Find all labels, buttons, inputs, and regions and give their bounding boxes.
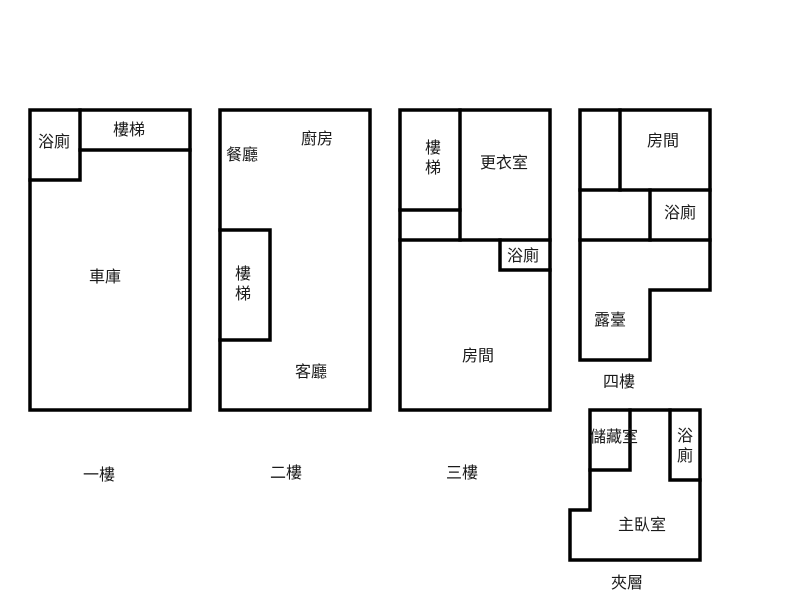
floor-4-terrace-label: 露臺 bbox=[594, 310, 627, 329]
mezzanine-storage-label: 儲藏室 bbox=[590, 427, 639, 446]
floor-3-dressing-label: 更衣室 bbox=[480, 153, 529, 172]
mezzanine-bath-label: 浴廁 bbox=[676, 426, 693, 465]
floor-2-stairs-wall bbox=[218, 228, 272, 342]
floor-4-title: 四樓 bbox=[603, 372, 636, 391]
floor-2-stairs-label: 樓梯 bbox=[234, 264, 251, 303]
floor-3-walls bbox=[398, 108, 552, 412]
mezzanine-walls bbox=[568, 408, 702, 562]
floor-4-walls bbox=[578, 108, 712, 362]
floor-2-kitchen-label: 廚房 bbox=[301, 129, 334, 148]
floor-1-bath-label: 浴廁 bbox=[38, 132, 71, 151]
floor-2-walls bbox=[218, 108, 372, 412]
floor-4-bath-label: 浴廁 bbox=[664, 203, 697, 222]
floor-2-outline bbox=[218, 108, 372, 412]
mezzanine-bath-wall bbox=[668, 408, 702, 482]
floor-1-stairs-label: 樓梯 bbox=[113, 120, 146, 139]
floor-1-outline bbox=[28, 108, 192, 412]
floor-3-room-label: 房間 bbox=[462, 346, 495, 365]
floor-2-dining-label: 餐廳 bbox=[226, 145, 259, 164]
floor-4-room-label: 房間 bbox=[647, 131, 680, 150]
floor-3-title: 三樓 bbox=[446, 463, 479, 482]
floor-4-outline bbox=[578, 108, 712, 362]
floor-1-title: 一樓 bbox=[83, 465, 116, 484]
floor-3-bath-wall bbox=[498, 238, 552, 272]
floor-2-title: 二樓 bbox=[270, 463, 303, 482]
floor-1-walls bbox=[28, 108, 192, 412]
mezzanine-master-label: 主臥室 bbox=[618, 515, 667, 534]
floor-3-bath-label: 浴廁 bbox=[507, 246, 540, 265]
mezzanine-outline bbox=[568, 408, 702, 562]
floor-3-outline bbox=[398, 108, 552, 412]
floor-1-bath-wall bbox=[28, 108, 82, 182]
floor-1-garage-label: 車庫 bbox=[89, 267, 122, 286]
floor-2-living-label: 客廳 bbox=[295, 362, 328, 381]
mezzanine-title: 夾層 bbox=[611, 573, 644, 592]
mezzanine-storage-wall bbox=[588, 408, 632, 472]
floor-3-stairs-label: 樓梯 bbox=[424, 138, 441, 177]
